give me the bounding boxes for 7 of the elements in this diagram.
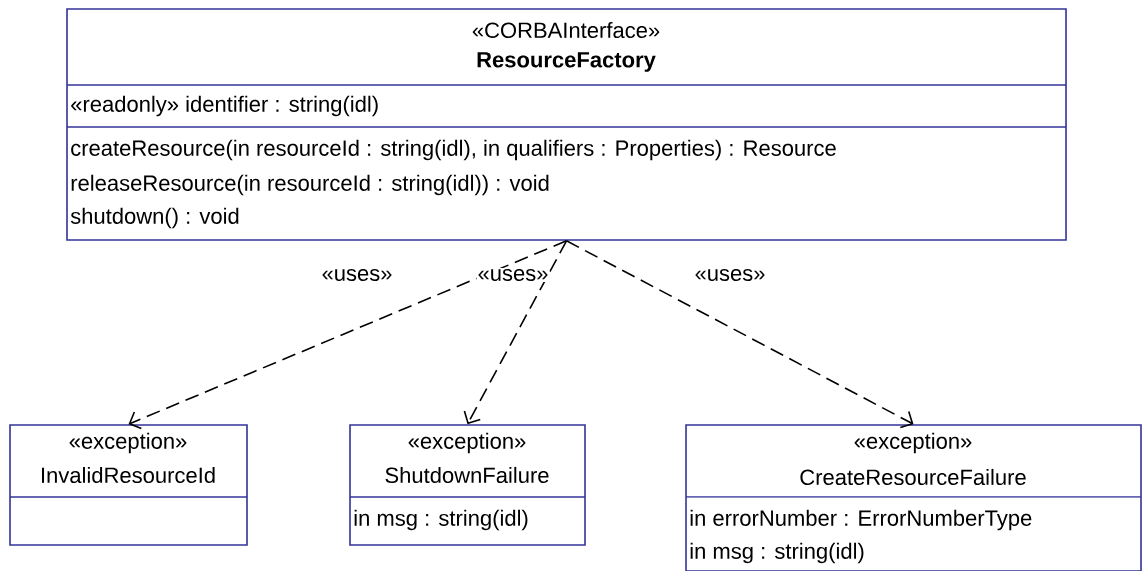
class-box: «exception» ShutdownFailure in msg : string(idl) — [349, 424, 586, 546]
class-box: «CORBAInterface» ResourceFactory «readonly» identifier : string(idl) createResource(in resourceId : string(idl), in qualifiers : Properties) : Resource releaseResource(in resourceId : string(idl)) : void shutdown() : void — [66, 8, 1067, 241]
class-box: «exception» CreateResourceFailure in errorNumber : ErrorNumberType in msg : string(idl) — [685, 424, 1142, 571]
class-box: «exception» InvalidResourceId — [9, 424, 248, 546]
dependency-arrow — [128, 240, 568, 430]
dependency-arrow — [565, 240, 914, 429]
dependency-arrow — [463, 240, 568, 425]
